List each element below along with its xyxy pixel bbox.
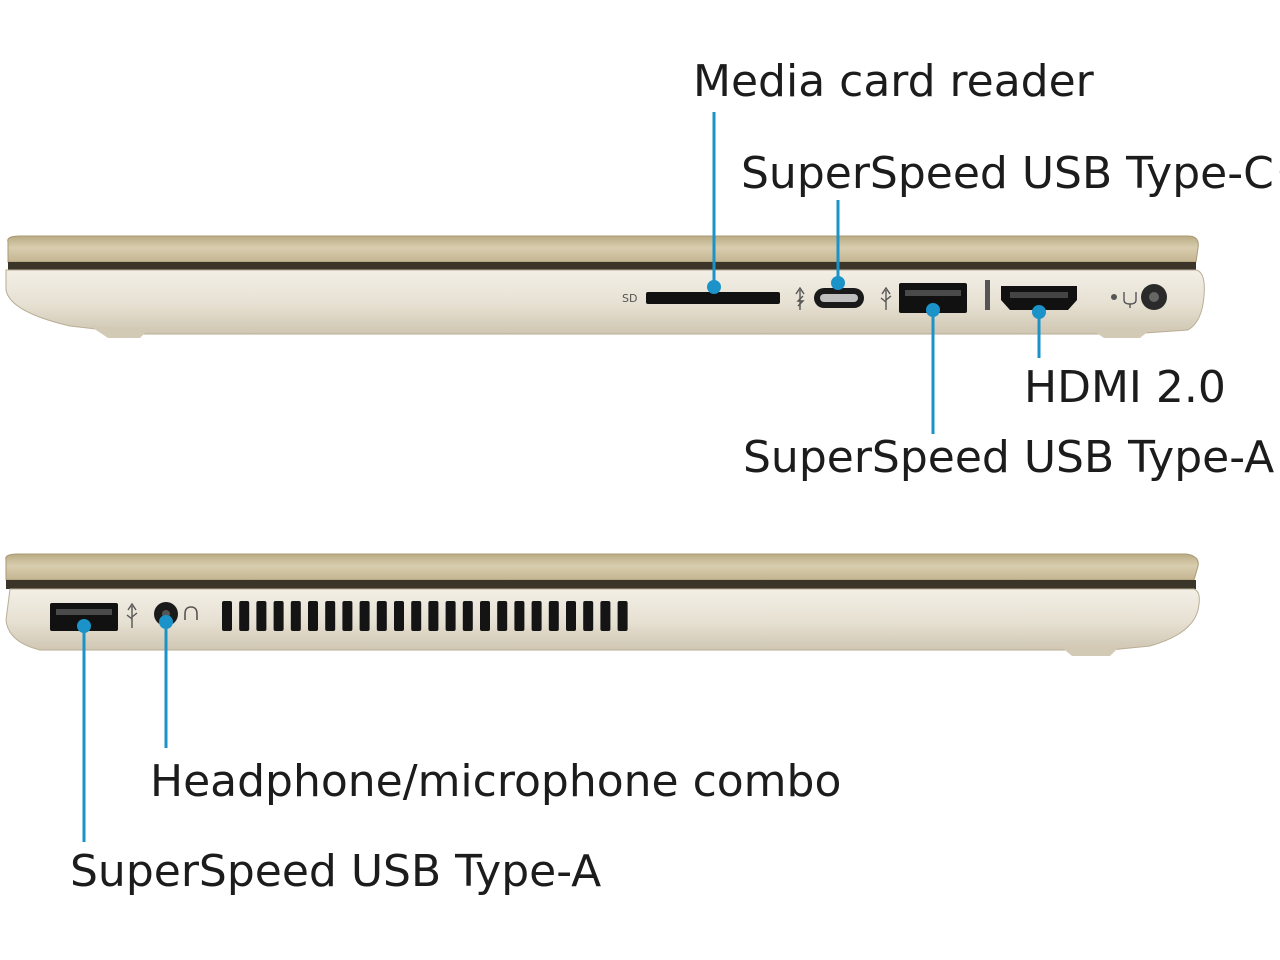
leader-dot-media-card-reader <box>707 280 721 294</box>
vent-slot <box>583 601 594 631</box>
vent-slot <box>411 601 422 631</box>
vent-slot <box>617 601 628 631</box>
leader-lines <box>77 112 1046 842</box>
vent-slot <box>566 601 576 631</box>
usb-icon <box>880 286 892 310</box>
vent-slot <box>600 601 611 631</box>
laptop-left-side <box>5 553 1200 656</box>
hdmi-port-inner <box>1010 292 1068 298</box>
usb-a-port-right-tongue <box>905 290 961 296</box>
lid-edge-left <box>5 553 1199 581</box>
vent-slot <box>273 601 284 631</box>
callout-hdmi: HDMI 2.0 <box>1024 362 1226 413</box>
vent-slot <box>325 601 336 631</box>
leader-dot-usb-type-a-left <box>77 619 91 633</box>
hinge-gap-left <box>6 580 1196 589</box>
vent-slot <box>359 601 370 631</box>
hinge-gap <box>8 262 1196 270</box>
leader-dot-usb-type-c <box>831 276 845 290</box>
callout-media-card-reader: Media card reader <box>693 56 1094 107</box>
power-jack-inner <box>1149 292 1159 302</box>
vent-slot <box>480 601 490 631</box>
vent-slot <box>428 601 439 631</box>
leader-dot-usb-type-a-right <box>926 303 940 317</box>
hdmi-icon <box>985 280 990 310</box>
cooling-vents <box>222 601 628 631</box>
vent-slot <box>462 601 473 631</box>
vent-slot <box>531 601 542 631</box>
usb-c-port-inner <box>820 294 858 302</box>
vent-slot <box>256 601 267 631</box>
usb-a-port-left-tongue <box>56 609 112 615</box>
callout-headphone-combo: Headphone/microphone combo <box>150 756 842 807</box>
callout-usb-type-a-right: SuperSpeed USB Type-A <box>743 432 1275 483</box>
sd-card-slot[interactable] <box>646 292 780 304</box>
vent-slot <box>445 601 456 631</box>
sd-label: SD <box>622 292 637 305</box>
vent-slot <box>514 601 525 631</box>
vent-slot <box>222 601 232 631</box>
vent-slot <box>497 601 508 631</box>
leader-dot-headphone-combo <box>159 615 173 629</box>
base-foot-right <box>1092 330 1150 338</box>
lid-edge <box>7 235 1199 263</box>
vent-slot <box>308 601 318 631</box>
callout-usb-type-a-left: SuperSpeed USB Type-A <box>70 846 602 897</box>
vent-slot <box>290 601 301 631</box>
base-foot-left <box>90 326 150 338</box>
vent-slot <box>342 601 353 631</box>
vent-slot <box>548 601 559 631</box>
power-led <box>1111 294 1117 300</box>
base-foot-right-2 <box>1060 646 1120 656</box>
vent-slot <box>376 601 387 631</box>
headphone-icon <box>184 606 198 620</box>
vent-slot <box>394 601 404 631</box>
thunderbolt-usb-icon <box>795 286 805 310</box>
leader-dot-hdmi <box>1032 305 1046 319</box>
vent-slot <box>239 601 250 631</box>
laptop-right-side: SD <box>5 235 1205 338</box>
usb-icon-left <box>126 602 138 628</box>
power-icon <box>1123 292 1137 308</box>
callout-usb-type-c: SuperSpeed USB Type-C® <box>741 148 1280 199</box>
